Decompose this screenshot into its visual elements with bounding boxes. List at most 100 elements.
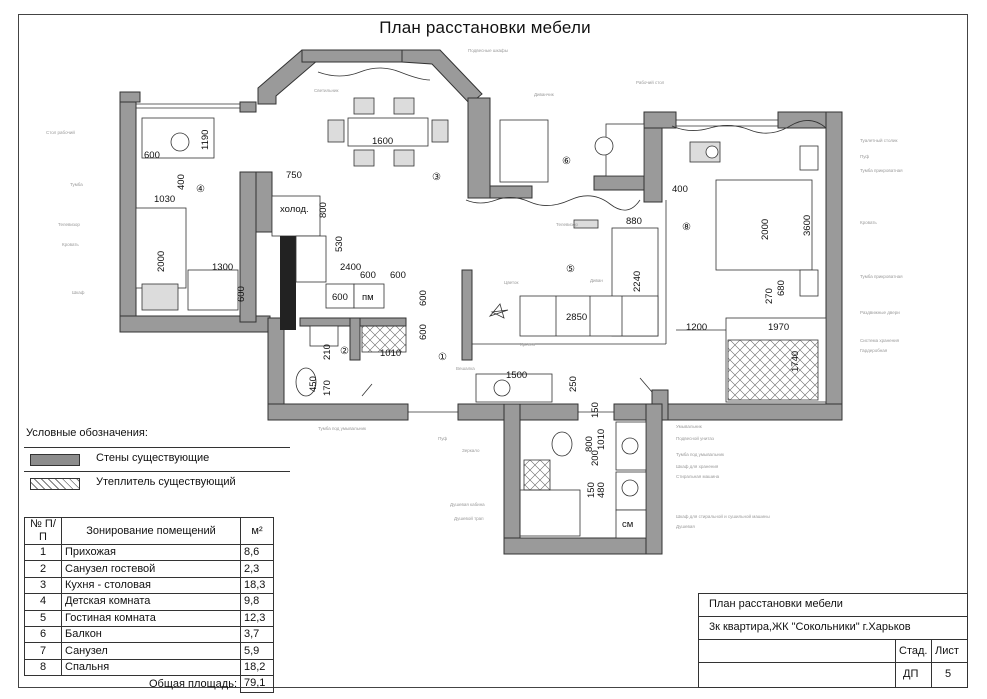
sink (325, 283, 355, 309)
chair (393, 149, 415, 167)
washbasin (309, 325, 339, 347)
room-number-5: ⑤ (566, 264, 575, 275)
dim-label: 2850 (566, 312, 587, 323)
dim-label: 2000 (760, 219, 771, 240)
balcony-sofa (499, 119, 549, 183)
dim-label: 880 (626, 216, 642, 227)
svg-text:Стол рабочий: Стол рабочий (46, 129, 75, 135)
fridge-label: холод. (280, 204, 309, 215)
svg-text:Телевизор: Телевизор (58, 222, 80, 227)
dim-label: 1010 (380, 348, 401, 359)
svg-text:Раздвижные двери: Раздвижные двери (860, 310, 900, 315)
dim-label: 1500 (506, 370, 527, 381)
dim-label: 600 (418, 290, 429, 306)
svg-text:Кресло: Кресло (520, 342, 536, 347)
dishwasher-label: пм (362, 292, 374, 303)
svg-text:Душевая кабина: Душевая кабина (450, 502, 485, 507)
legend-item-walls: Стены существующие (24, 447, 290, 470)
dim-label: 800 (584, 436, 595, 452)
dim-label: 1970 (768, 322, 789, 333)
dim-label: 750 (286, 170, 302, 181)
wall-segment (503, 403, 521, 555)
chair (393, 97, 415, 115)
plant (488, 303, 509, 319)
wall-segment (467, 97, 491, 199)
table-header: № П/П (24, 517, 62, 545)
bedside-table (799, 269, 819, 297)
svg-text:Вешалка: Вешалка (456, 366, 475, 371)
shoe-cabinet (475, 373, 553, 403)
wall-segment (255, 171, 273, 233)
legend-swatch-insulation (30, 478, 80, 490)
stamp-title: План расстановки мебели (709, 598, 843, 610)
svg-text:Тумба: Тумба (70, 182, 83, 187)
dim-label: 530 (334, 236, 345, 252)
wall-segment (643, 111, 677, 129)
dim-label: 1600 (372, 136, 393, 147)
stamp-address: 3к квартира,ЖК "Сокольники" г.Харьков (709, 621, 911, 633)
furniture (135, 97, 827, 539)
room-number-1: ① (438, 352, 447, 363)
dim-label: 600 (360, 270, 376, 281)
dim-label: 2400 (340, 262, 361, 273)
dining-table (347, 117, 429, 147)
table-header-row: № П/П Зонирование помещений м² (24, 517, 274, 545)
svg-text:Цветок: Цветок (504, 280, 519, 285)
svg-text:Кровать: Кровать (62, 242, 79, 247)
svg-text:Подвесные шкафы: Подвесные шкафы (468, 48, 508, 53)
toilet (295, 367, 317, 397)
dim-label: 680 (776, 280, 787, 296)
svg-text:Умывальник: Умывальник (676, 424, 702, 429)
cabinet (361, 325, 407, 353)
wall-segment (503, 537, 663, 555)
total-label: Общая площадь: (61, 675, 241, 693)
dim-label: 1200 (686, 322, 707, 333)
wall-segment (239, 171, 257, 323)
svg-text:Душевая: Душевая (676, 524, 695, 529)
dim-label: 170 (322, 380, 333, 396)
room-number-4: ④ (196, 184, 205, 195)
closet (727, 339, 819, 401)
dim-label: 2000 (156, 251, 167, 272)
total-area: 79,1 (240, 675, 274, 693)
wall-segment (239, 101, 257, 113)
svg-text:Телевизор: Телевизор (556, 222, 578, 227)
svg-text:Рабочий стол: Рабочий стол (636, 79, 665, 85)
dim-label: 400 (672, 184, 688, 195)
dim-label: 250 (568, 376, 579, 392)
dim-label: 1010 (596, 429, 607, 450)
dim-label: 450 (308, 376, 319, 392)
wall-segment (267, 403, 409, 421)
chair (353, 97, 375, 115)
svg-text:Тумба прикроватная: Тумба прикроватная (860, 168, 903, 173)
svg-text:Шкаф: Шкаф (72, 290, 85, 295)
chair (327, 119, 345, 143)
shower (519, 489, 581, 537)
pouf (493, 379, 511, 397)
svg-text:Стиральная машина: Стиральная машина (676, 474, 720, 479)
svg-text:Душевой трап: Душевой трап (454, 515, 484, 521)
washer-label: см (622, 519, 633, 530)
drawing-frame (18, 14, 968, 688)
chair (431, 119, 449, 143)
dim-label: 150 (590, 402, 601, 418)
wall-segment (301, 49, 403, 63)
table-total-row: Общая площадь: 79,1 (24, 675, 274, 693)
wardrobe (187, 269, 239, 311)
svg-text:Шкаф для хранения: Шкаф для хранения (676, 464, 719, 469)
dim-label: 1030 (154, 194, 175, 205)
svg-text:Пуф: Пуф (860, 154, 869, 159)
svg-text:Шкаф для стиральной и сушильно: Шкаф для стиральной и сушильной машины (676, 513, 770, 519)
dim-label: 3600 (802, 215, 813, 236)
hob (295, 235, 327, 283)
legend-swatch-walls (30, 454, 80, 466)
bed (135, 207, 187, 289)
